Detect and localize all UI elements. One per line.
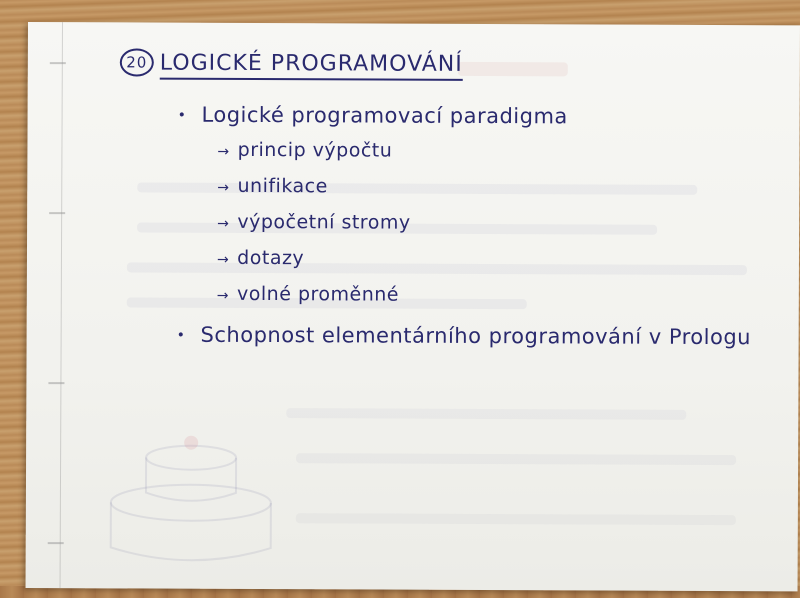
- binding-stitch: [49, 212, 66, 215]
- sub-list-item: → unifikace: [217, 175, 328, 197]
- sub-list-item-text: výpočetní stromy: [237, 210, 411, 234]
- sub-list-item-text: volné proměnné: [237, 282, 400, 306]
- topic-number-badge: 20: [119, 48, 154, 77]
- list-item-text: Logické programovací paradigma: [201, 102, 568, 129]
- binding-stitch: [48, 382, 65, 385]
- sub-list-item: → výpočetní stromy: [217, 211, 411, 234]
- arrow-icon: →: [216, 287, 230, 304]
- topic-title: LOGICKÉ PROGRAMOVÁNÍ: [159, 50, 463, 81]
- arrow-icon: →: [216, 251, 230, 268]
- show-through-mark: [457, 61, 568, 77]
- binding-stitch: [47, 542, 64, 545]
- sub-list-item: → princip výpočtu: [217, 139, 392, 162]
- sub-list-item-text: dotazy: [237, 246, 305, 270]
- show-through-mark: [295, 513, 736, 526]
- show-through-mark: [296, 453, 737, 466]
- list-item: Logické programovací paradigma: [178, 102, 568, 129]
- show-through-cake-drawing: [109, 435, 272, 562]
- arrow-icon: →: [217, 215, 230, 232]
- arrow-icon: →: [217, 179, 230, 196]
- show-through-mark: [286, 408, 687, 420]
- sub-list-item: → dotazy: [217, 247, 304, 269]
- sub-list-item: → volné proměnné: [217, 283, 399, 306]
- binding-line: [59, 22, 63, 589]
- list-item: Schopnost elementárního programování v P…: [177, 322, 752, 350]
- list-item-text: Schopnost elementárního programování v P…: [200, 322, 752, 350]
- sub-list-item-text: princip výpočtu: [237, 138, 393, 162]
- sub-list-item-text: unifikace: [237, 174, 328, 198]
- arrow-icon: →: [217, 143, 230, 160]
- binding-stitch: [49, 62, 66, 65]
